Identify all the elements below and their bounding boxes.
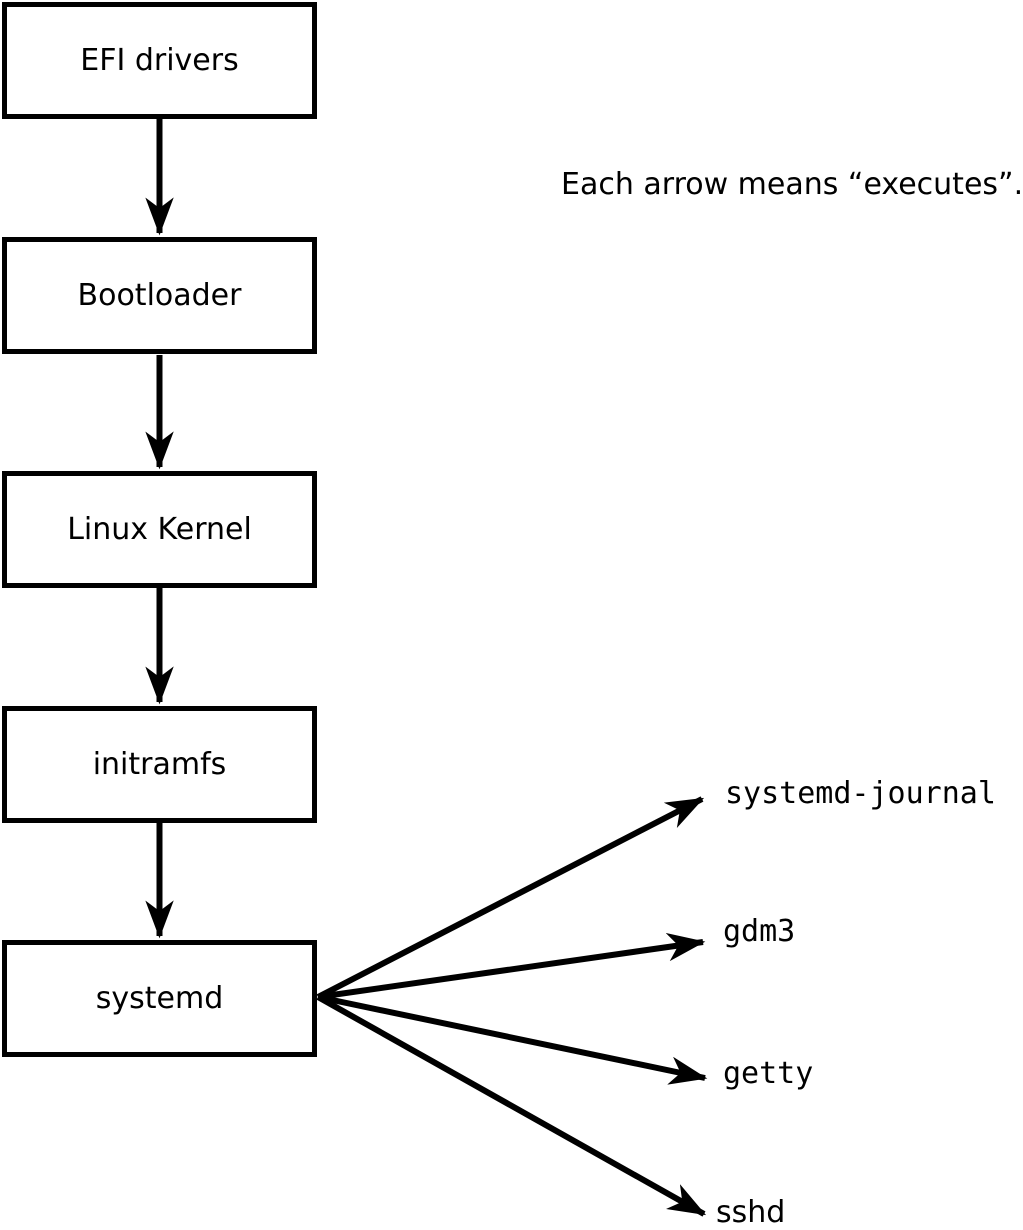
node-linux-kernel-label: Linux Kernel	[67, 511, 252, 547]
arrow-systemd-to-sshd	[316, 994, 707, 1217]
node-initramfs-label: initramfs	[92, 746, 227, 782]
node-initramfs: initramfs	[2, 706, 317, 823]
arrow-systemd-to-getty	[317, 994, 708, 1085]
node-linux-kernel: Linux Kernel	[2, 471, 317, 588]
arrow-systemd-to-journal	[316, 796, 705, 1000]
node-systemd: systemd	[2, 940, 317, 1057]
label-systemd-journal: systemd-journal	[725, 776, 996, 811]
node-bootloader: Bootloader	[2, 237, 317, 354]
label-sshd: sshd	[716, 1195, 786, 1230]
node-systemd-label: systemd	[95, 980, 224, 1016]
label-gdm3: gdm3	[723, 914, 796, 949]
node-bootloader-label: Bootloader	[77, 277, 242, 313]
node-efi-drivers: EFI drivers	[2, 2, 317, 119]
diagram-caption: Each arrow means “executes”.	[561, 167, 1023, 202]
label-getty: getty	[723, 1056, 814, 1091]
node-efi-drivers-label: EFI drivers	[80, 42, 239, 78]
arrow-systemd-to-gdm3	[317, 932, 706, 1000]
